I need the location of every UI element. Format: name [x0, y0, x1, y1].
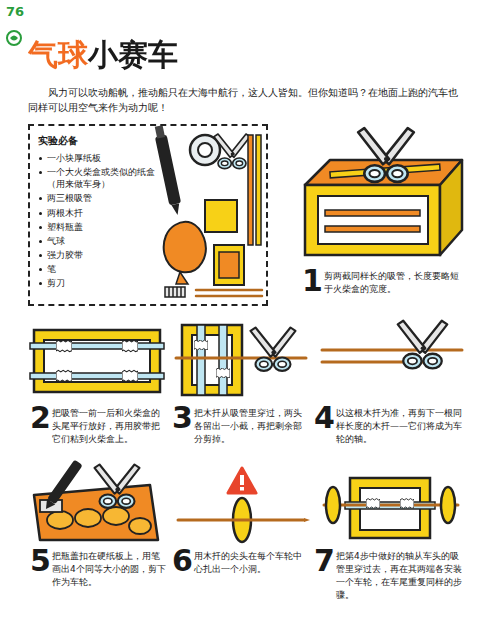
item-text: 一小块厚纸板: [47, 152, 156, 164]
step-text: 把木扦从吸管里穿过，两头各留出一小截，再把剩余部分剪掉。: [194, 407, 310, 446]
box-heading: 实验必备: [38, 134, 156, 148]
item-text: 强力胶带: [47, 249, 156, 261]
item-text: 笔: [47, 263, 156, 275]
list-item: 一个大火柴盒或类似的纸盒（用来做车身）: [38, 166, 156, 190]
list-item: 剪刀: [38, 277, 156, 289]
page-number: 76: [6, 3, 24, 22]
bullet: [39, 171, 42, 174]
list-item: 笔: [38, 263, 156, 275]
bullet: [39, 226, 42, 229]
bullet: [39, 282, 42, 285]
bullet: [39, 212, 42, 215]
step-number: 3: [172, 403, 193, 433]
step-number: 6: [172, 546, 193, 576]
step-text: 把吸管一前一后和火柴盒的头尾平行放好，再用胶带把它们粘到火柴盒上。: [52, 407, 168, 446]
materials-box: 实验必备一小块厚纸板一个大火柴盒或类似的纸盒（用来做车身） 两三根吸管两根木扦塑料…: [28, 124, 268, 306]
list-item: 强力胶带: [38, 249, 156, 261]
list-item: 一小块厚纸板: [38, 152, 156, 164]
item-text: 一个大火柴盒或类似的纸盒（用来做车身）: [47, 166, 156, 190]
step-number: 4: [314, 403, 335, 433]
step-text: 剪两截同样长的吸管，长度要略短于火柴盒的宽度。: [324, 270, 462, 296]
item-text: 两三根吸管: [47, 192, 156, 204]
list-item: 两三根吸管: [38, 192, 156, 204]
item-text: 气球: [47, 235, 156, 247]
list-item: 塑料瓶盖: [38, 221, 156, 233]
item-text: 塑料瓶盖: [47, 221, 156, 233]
step-number: 7: [314, 546, 335, 576]
bullet: [39, 268, 42, 271]
bullet: [39, 197, 42, 200]
item-text: 两根木扦: [47, 207, 156, 219]
bullet: [39, 254, 42, 257]
intro-text: 风力可以吹动船帆，推动船只在大海中航行，这人人皆知。但你知道吗？在地面上跑的汽车…: [28, 86, 460, 115]
step-number: 2: [30, 403, 51, 433]
list-item: 气球: [38, 235, 156, 247]
step-text: 把瓶盖扣在硬纸板上，用笔画出4个同等大小的圆，剪下作为车轮。: [52, 550, 168, 589]
step-number: 5: [30, 546, 51, 576]
step-number: 1: [302, 266, 323, 296]
step-text: 把第4步中做好的轴从车头的吸管里穿过去，再在其两端各安装一个车轮，在车尾重复同样…: [336, 550, 462, 602]
list-item: 两根木扦: [38, 207, 156, 219]
item-text: 剪刀: [47, 277, 156, 289]
step-text: 以这根木扦为准，再剪下一根同样长度的木扦——它们将成为车轮的轴。: [336, 407, 462, 446]
bullet: [39, 157, 42, 160]
step-text: 用木扦的尖头在每个车轮中心扎出一个小洞。: [194, 550, 310, 576]
materials-list: 实验必备一小块厚纸板一个大火柴盒或类似的纸盒（用来做车身） 两三根吸管两根木扦塑料…: [38, 134, 156, 289]
bullet: [39, 240, 42, 243]
page-title: 气球小赛车: [28, 38, 178, 71]
